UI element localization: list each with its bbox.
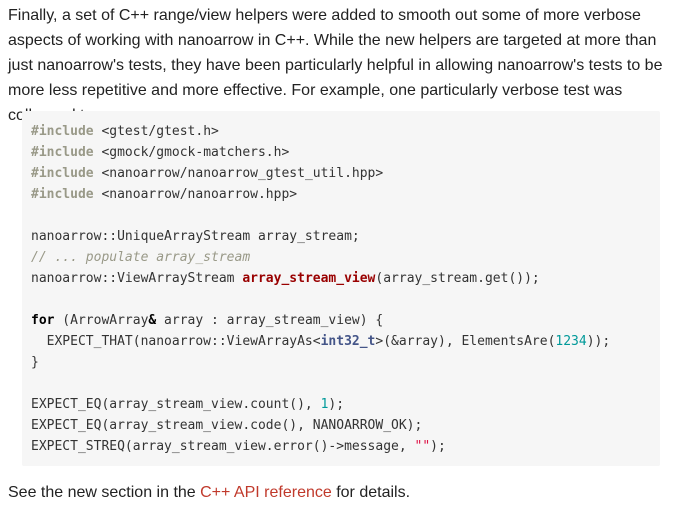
code-token: nanoarrow::UniqueArrayStream array_strea… [31, 229, 360, 244]
code-line: nanoarrow::ViewArrayStream array_stream_… [31, 268, 660, 289]
code-token: ); [328, 397, 345, 412]
code-token: // ... populate array_stream [31, 250, 251, 265]
code-line: #include <nanoarrow/nanoarrow_gtest_util… [31, 163, 660, 184]
code-line: nanoarrow::UniqueArrayStream array_strea… [31, 226, 660, 247]
code-line: // ... populate array_stream [31, 247, 660, 268]
code-token: #include [31, 166, 94, 181]
code-line [31, 373, 660, 394]
code-token: <gmock/gmock-matchers.h> [93, 145, 290, 160]
code-line: EXPECT_STREQ(array_stream_view.error()->… [31, 436, 660, 457]
code-token: >(&array), ElementsAre( [375, 334, 556, 349]
code-token: <nanoarrow/nanoarrow.hpp> [93, 187, 298, 202]
code-token: } [31, 355, 39, 370]
code-token: array_stream_view [242, 271, 376, 286]
outro-text-before: See the new section in the [8, 484, 201, 501]
code-token: EXPECT_STREQ(array_stream_view.error()->… [31, 439, 415, 454]
code-token: for [31, 313, 55, 328]
outro-paragraph: See the new section in the C++ API refer… [8, 482, 410, 504]
code-token: 1234 [555, 334, 587, 349]
code-token: <gtest/gtest.h> [93, 124, 219, 139]
code-token: (ArrowArray [54, 313, 149, 328]
code-block: #include <gtest/gtest.h>#include <gmock/… [22, 111, 660, 466]
code-token: "" [414, 439, 431, 454]
code-token: )); [586, 334, 611, 349]
code-line [31, 205, 660, 226]
code-token: nanoarrow::ViewArrayStream [31, 271, 243, 286]
code-line: #include <gtest/gtest.h> [31, 121, 660, 142]
code-token: (array_stream.get()); [375, 271, 540, 286]
code-token: <nanoarrow/nanoarrow_gtest_util.hpp> [93, 166, 384, 181]
outro-text-after: for details. [331, 484, 411, 501]
code-line: EXPECT_THAT(nanoarrow::ViewArrayAs<int32… [31, 331, 660, 352]
code-token: EXPECT_THAT(nanoarrow::ViewArrayAs< [31, 334, 321, 349]
code-token: 1 [320, 397, 329, 412]
code-token: & [148, 313, 157, 328]
code-token: #include [31, 145, 94, 160]
code-line: } [31, 352, 660, 373]
code-line: #include <nanoarrow/nanoarrow.hpp> [31, 184, 660, 205]
code-token: ); [430, 439, 446, 454]
intro-paragraph: Finally, a set of C++ range/view helpers… [8, 7, 663, 124]
code-token: array : array_stream_view) { [156, 313, 384, 328]
code-token: #include [31, 124, 94, 139]
code-token: #include [31, 187, 94, 202]
code-line: EXPECT_EQ(array_stream_view.code(), NANO… [31, 415, 660, 436]
code-token: int32_t [320, 334, 376, 349]
code-token: EXPECT_EQ(array_stream_view.count(), [31, 397, 321, 412]
code-line: EXPECT_EQ(array_stream_view.count(), 1); [31, 394, 660, 415]
code-line: #include <gmock/gmock-matchers.h> [31, 142, 660, 163]
code-token: EXPECT_EQ(array_stream_view.code(), NANO… [31, 418, 423, 433]
cpp-api-reference-link[interactable]: C++ API reference [200, 484, 332, 501]
code-line [31, 289, 660, 310]
code-line: for (ArrowArray& array : array_stream_vi… [31, 310, 660, 331]
